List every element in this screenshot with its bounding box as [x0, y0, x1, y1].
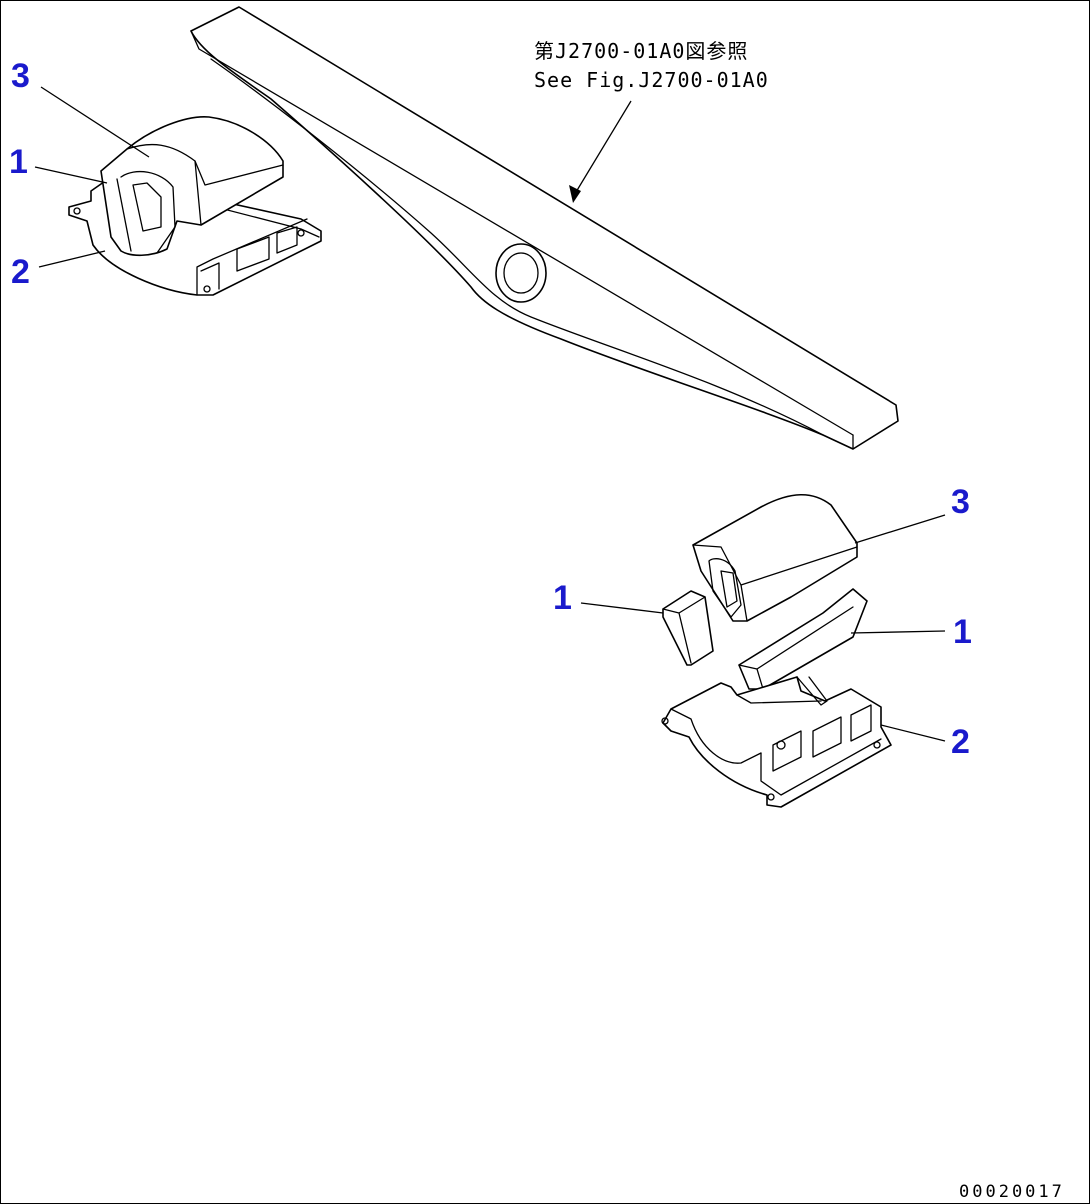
callout-left-mid: 1	[9, 143, 28, 181]
reference-arrowhead	[569, 185, 581, 203]
leader-lines	[34, 86, 946, 742]
callout-right-right: 1	[953, 613, 972, 651]
reference-note: 第J2700-01A0図参照 See Fig.J2700-01A0	[534, 39, 769, 203]
callout-left-top: 3	[11, 57, 30, 95]
reference-text-jp: 第J2700-01A0図参照	[534, 39, 748, 63]
figure-code: 00020017	[959, 1182, 1065, 1202]
callout-right-left: 1	[553, 579, 572, 617]
right-pad-cap	[692, 494, 858, 622]
callout-left-bottom: 2	[11, 253, 30, 291]
right-pad-base	[661, 676, 892, 808]
callout-numbers: 3 1 2 3 1 1 2	[9, 57, 972, 761]
left-pad-assembly	[68, 116, 322, 296]
right-liner-left	[662, 590, 714, 666]
leader-right-top	[854, 514, 946, 544]
right-liner-right	[738, 588, 868, 690]
leader-right-bottom	[880, 724, 946, 742]
leader-left-bottom	[38, 250, 106, 268]
callout-right-top: 3	[951, 483, 970, 521]
equalizer-bar	[190, 6, 899, 450]
leader-right-right	[850, 630, 946, 634]
leader-left-top	[40, 86, 150, 158]
leader-left-mid	[34, 166, 108, 184]
leader-right-left	[580, 602, 664, 614]
reference-text-en: See Fig.J2700-01A0	[534, 68, 769, 92]
reference-leader	[572, 100, 632, 198]
callout-right-bottom: 2	[951, 723, 970, 761]
